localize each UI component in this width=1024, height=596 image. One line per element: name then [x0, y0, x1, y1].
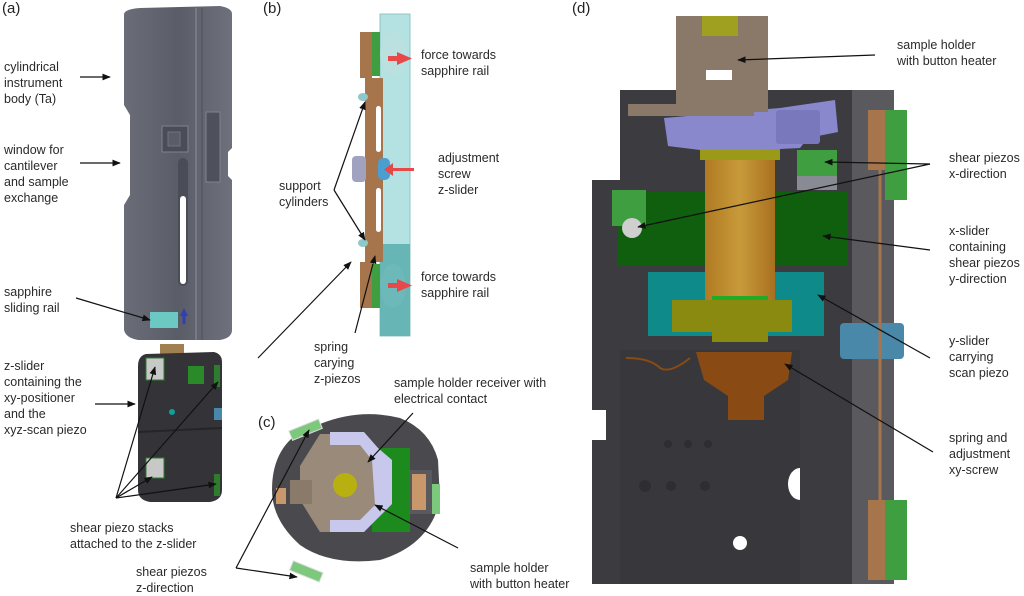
label-instrument-body: cylindrical instrument body (Ta)	[4, 60, 63, 106]
panel-b-arrows	[257, 101, 377, 359]
label-force-bottom: force towards sapphire rail	[421, 270, 497, 300]
label-shear-piezo-stacks: shear piezo stacks attached to the z-sli…	[70, 521, 197, 551]
panel-b-drawing	[352, 13, 414, 337]
label-support-cylinders: support cylinders	[279, 179, 329, 209]
label-z-direction-piezos: shear piezos z-direction	[136, 565, 207, 595]
label-force-top: force towards sapphire rail	[421, 48, 497, 78]
panel-d-arrows	[637, 54, 934, 453]
label-z-slider: z-slider containing the xy-positioner an…	[4, 359, 87, 437]
panel-a-drawing	[124, 6, 232, 502]
label-x-slider: x-slider containing shear piezos y-direc…	[949, 224, 1020, 286]
panel-c-arrows	[235, 412, 459, 580]
panel-d-drawing	[592, 16, 907, 584]
label-d-sample-holder: sample holder with button heater	[897, 38, 997, 68]
panel-c-tag: (c)	[258, 414, 276, 431]
panel-b-tag: (b)	[263, 0, 282, 17]
label-adjustment-screw: adjustment screw z-slider	[438, 151, 500, 197]
label-spring-xy-screw: spring and adjustment xy-screw	[949, 431, 1011, 477]
label-c-sample-holder: sample holder with button heater	[470, 561, 570, 591]
panel-a-arrows	[75, 73, 219, 499]
copper-spring	[360, 32, 383, 308]
label-x-direction-piezos: shear piezos x-direction	[949, 151, 1020, 181]
label-sample-holder-receiver: sample holder receiver with electrical c…	[394, 376, 547, 406]
panel-d-tag: (d)	[572, 0, 591, 17]
label-spring-z-piezos: spring carying z-piezos	[314, 340, 361, 386]
panel-a-tag: (a)	[2, 0, 21, 17]
panel-c-drawing	[272, 414, 440, 583]
label-window: window for cantilever and sample exchang…	[4, 143, 69, 205]
label-sapphire-rail: sapphire sliding rail	[4, 285, 60, 315]
label-y-slider: y-slider carrying scan piezo	[949, 334, 1009, 380]
scan-piezo	[705, 154, 775, 304]
